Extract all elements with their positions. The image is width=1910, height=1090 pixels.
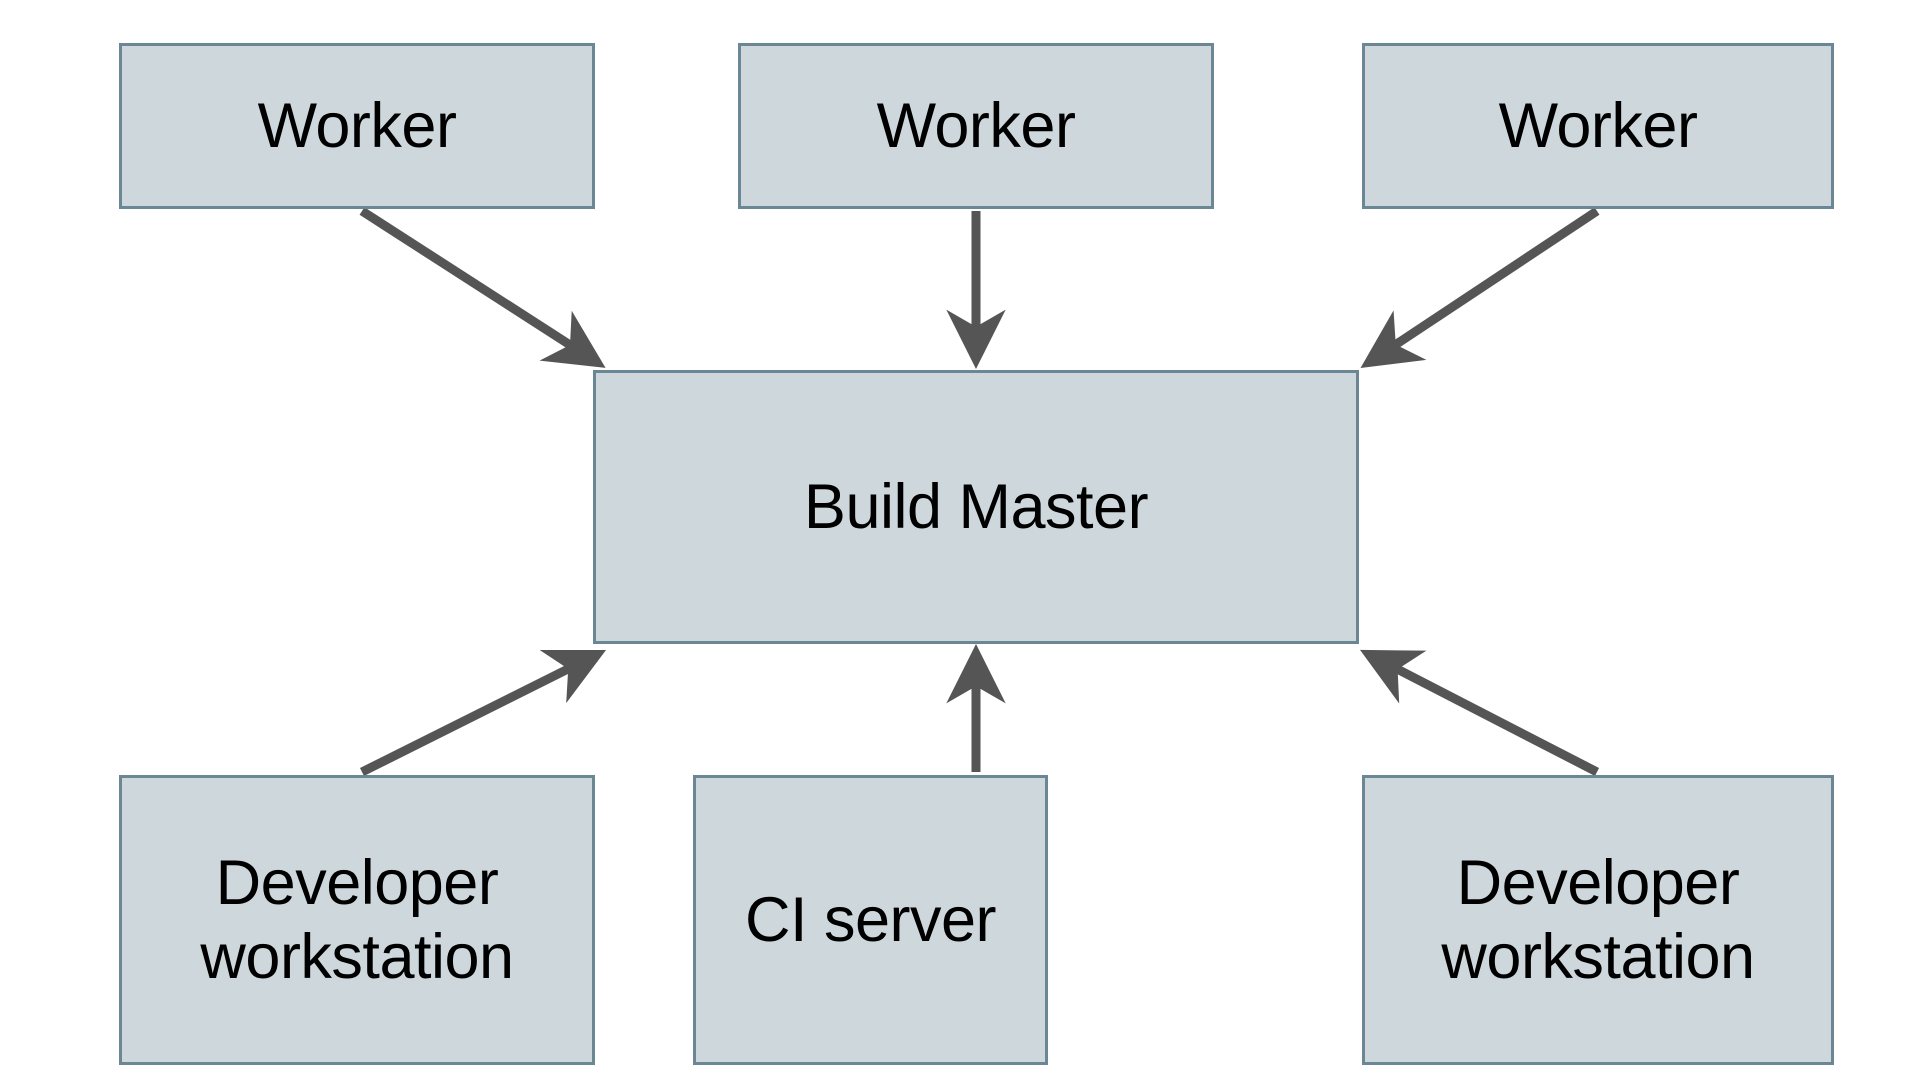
node-worker-3-label: Worker (1498, 90, 1698, 161)
node-ci-server-label: CI server (744, 884, 997, 955)
node-ci-server[interactable]: CI server (693, 775, 1048, 1065)
node-worker-1-label: Worker (257, 90, 457, 161)
node-developer-workstation-2[interactable]: Developer workstation (1362, 775, 1834, 1065)
node-worker-3[interactable]: Worker (1362, 43, 1834, 209)
node-build-master-label: Build Master (803, 471, 1149, 542)
node-worker-2-label: Worker (876, 90, 1076, 161)
node-developer-workstation-1-label: Developer workstation (200, 847, 514, 992)
edge-dev-ws-2-to-build-master (1359, 649, 1600, 777)
edge-worker-3-to-build-master (1360, 207, 1600, 368)
node-worker-1[interactable]: Worker (119, 43, 595, 209)
node-build-master[interactable]: Build Master (593, 370, 1359, 644)
edge-dev-ws-1-to-build-master (359, 649, 607, 777)
edge-worker-1-to-build-master (359, 207, 606, 368)
node-developer-workstation-2-label: Developer workstation (1441, 847, 1755, 992)
node-developer-workstation-1[interactable]: Developer workstation (119, 775, 595, 1065)
node-worker-2[interactable]: Worker (738, 43, 1214, 209)
